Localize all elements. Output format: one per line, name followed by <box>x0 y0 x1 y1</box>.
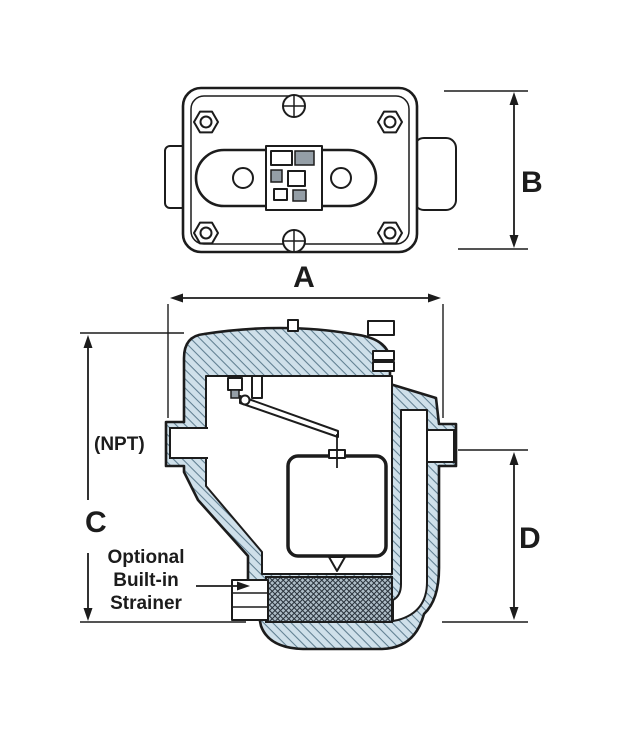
hex-bolt <box>193 110 219 134</box>
strainer-screen <box>265 576 393 623</box>
gasket-stack <box>372 361 395 372</box>
mechanism-part <box>292 189 307 202</box>
dimension-b-label: B <box>521 166 543 199</box>
cover-details <box>287 319 395 372</box>
hex-hole <box>383 226 397 240</box>
dimension-b: B <box>444 90 543 250</box>
hex-bolt <box>193 221 219 245</box>
outlet-port <box>428 429 455 463</box>
mechanism-part <box>294 150 315 166</box>
valve-mechanism-top <box>265 145 323 211</box>
valve-lever-assembly <box>227 375 339 468</box>
lever-bracket <box>251 375 263 399</box>
valve-head <box>230 389 240 399</box>
arrowhead-down <box>509 235 519 248</box>
outlet-channel <box>392 409 428 622</box>
mechanism-part <box>270 169 283 183</box>
mechanism-part <box>270 150 293 166</box>
strainer-note-line3: Strainer <box>110 593 182 614</box>
outlet-boss <box>367 320 395 336</box>
dimension-d-label: D <box>519 522 541 555</box>
strainer-note-line1: Optional <box>107 547 184 568</box>
strainer-note: Optional Built-in Strainer <box>107 547 250 614</box>
hex-hole <box>199 115 213 129</box>
strainer-note-line2: Built-in <box>113 570 178 591</box>
gasket-stack <box>372 350 395 361</box>
hex-bolt <box>377 110 403 134</box>
bucket-drain-cone <box>328 556 346 572</box>
arrowhead-up <box>509 452 519 465</box>
npt-label: (NPT) <box>94 434 145 455</box>
arrowhead-up <box>509 92 519 105</box>
dimension-c-label: C <box>85 506 107 539</box>
top-view <box>164 86 457 254</box>
outlet-connection-top <box>413 137 457 211</box>
cover-bolt <box>282 229 306 253</box>
hex-hole <box>199 226 213 240</box>
arrowhead-left <box>170 293 183 303</box>
dimension-a-label: A <box>293 261 315 294</box>
mechanism-part <box>287 170 306 187</box>
dimension-c: C <box>80 332 246 623</box>
strainer-note-arrowhead <box>237 581 250 591</box>
inverted-bucket-float <box>286 454 388 558</box>
hex-hole <box>383 115 397 129</box>
port-hole <box>232 167 254 189</box>
cover-bolt <box>282 94 306 118</box>
dimension-a: A <box>167 261 444 418</box>
arrowhead-down <box>83 608 93 621</box>
vent-plug <box>287 319 299 332</box>
arrowhead-up <box>83 335 93 348</box>
hex-bolt <box>377 221 403 245</box>
side-section-view <box>164 319 458 651</box>
lever-pivot <box>239 394 251 406</box>
arrowhead-right <box>428 293 441 303</box>
port-hole <box>330 167 352 189</box>
inlet-port <box>169 427 208 459</box>
arrowhead-down <box>509 607 519 620</box>
dimension-d: D <box>442 449 541 623</box>
mechanism-part <box>273 188 288 201</box>
valve-seat <box>227 377 243 391</box>
